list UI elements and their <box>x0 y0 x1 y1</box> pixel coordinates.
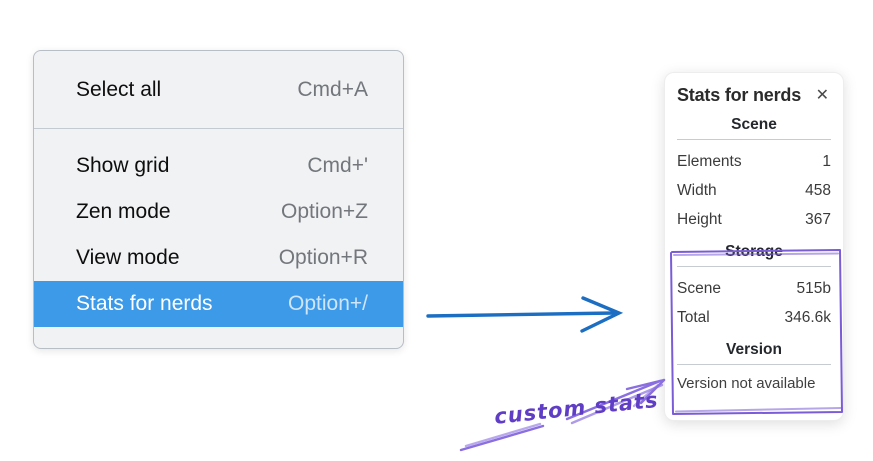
menu-shortcut: Option+Z <box>281 200 368 223</box>
stat-value: 346.6k <box>784 308 831 326</box>
stat-row-scene-storage: Scene 515b <box>677 274 831 303</box>
stats-panel-title: Stats for nerds <box>677 85 802 105</box>
section-header-scene: Scene <box>731 116 777 133</box>
menu-shortcut: Cmd+' <box>307 154 368 177</box>
section-header-storage: Storage <box>725 243 783 260</box>
menu-shortcut: Cmd+A <box>297 77 368 101</box>
stat-label: Scene <box>677 279 721 297</box>
menu-group-top: Select all Cmd+A <box>34 51 403 128</box>
section-rule <box>677 364 831 365</box>
menu-divider <box>34 128 403 129</box>
stats-panel-header: Stats for nerds ✕ <box>677 85 831 106</box>
menu-item-label: Zen mode <box>76 200 171 223</box>
section-header-version: Version <box>726 341 782 358</box>
stat-row-height: Height 367 <box>677 205 831 234</box>
stat-value: 458 <box>805 181 831 199</box>
menu-item-show-grid[interactable]: Show grid Cmd+' <box>34 143 403 189</box>
blue-arrow <box>426 296 624 333</box>
stat-value: 1 <box>822 152 831 170</box>
menu-item-zen-mode[interactable]: Zen mode Option+Z <box>34 189 403 235</box>
menu-item-view-mode[interactable]: View mode Option+R <box>34 235 403 281</box>
menu-item-label: View mode <box>76 246 180 269</box>
stat-label: Total <box>677 308 710 326</box>
stat-label: Height <box>677 210 722 228</box>
stat-label: Elements <box>677 152 742 170</box>
annotation-arrow <box>459 378 666 452</box>
annotation-label: custom stats <box>493 387 660 429</box>
menu-item-stats-for-nerds[interactable]: Stats for nerds Option+/ <box>34 281 403 327</box>
menu-item-label: Show grid <box>76 154 170 177</box>
stat-value: 367 <box>805 210 831 228</box>
menu-shortcut: Option+R <box>278 246 368 269</box>
stat-row-width: Width 458 <box>677 176 831 205</box>
stat-value: 515b <box>796 279 831 297</box>
menu-item-select-all[interactable]: Select all Cmd+A <box>34 67 403 113</box>
stats-panel: Stats for nerds ✕ Scene Elements 1 Width… <box>664 72 844 421</box>
version-note: Version not available <box>677 375 816 392</box>
section-rule <box>677 139 831 140</box>
stat-row-total-storage: Total 346.6k <box>677 303 831 332</box>
menu-group-bottom: Show grid Cmd+' Zen mode Option+Z View m… <box>34 129 403 339</box>
stat-row-elements: Elements 1 <box>677 147 831 176</box>
menu-item-label: Stats for nerds <box>76 292 213 315</box>
section-rule <box>677 266 831 267</box>
context-menu: Select all Cmd+A Show grid Cmd+' Zen mod… <box>33 50 404 349</box>
menu-item-label: Select all <box>76 77 162 101</box>
stat-label: Width <box>677 181 717 199</box>
close-icon[interactable]: ✕ <box>815 86 829 104</box>
menu-shortcut: Option+/ <box>288 292 368 315</box>
